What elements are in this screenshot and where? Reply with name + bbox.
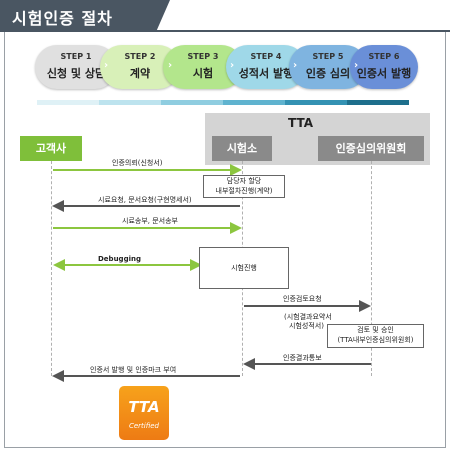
box-assign-line2: 내부절차진행(계약) [215,187,273,195]
msg-result-summary: (시험결과요약서 [284,313,332,321]
msg-test-report: 시험성적서) [289,322,324,330]
step-3-number: STEP 3 [187,52,219,61]
chevron-right-icon: › [230,60,235,71]
step-6-label: 인증서 발행 [356,67,412,80]
chevron-right-icon: › [168,60,173,71]
chevron-right-icon: › [354,60,359,71]
step-5-number: STEP 5 [312,52,344,61]
step-2-number: STEP 2 [124,52,156,61]
msg-sample-send: 시료송부, 문서송부 [122,217,178,225]
msg-review-request: 인증검토요청 [283,295,322,303]
actor-lab: 시험소 [212,136,272,161]
progress-segment-4 [223,100,285,105]
msg-request-cert: 인증의뢰(신청서) [112,159,163,167]
progress-segment-3 [161,100,223,105]
actor-committee: 인증심의위원회 [318,136,424,161]
step-2-label: 계약 [129,67,151,80]
step-5-label: 인증 심의 [305,67,351,80]
box-testing-label: 시험진행 [231,264,257,272]
box-testing: 시험진행 [199,247,289,289]
progress-segment-1 [37,100,99,105]
lifeline-customer [51,161,52,376]
chevron-right-icon: › [293,60,298,71]
logo-caption: Certified [128,422,160,430]
msg-issue-cert: 인증서 발행 및 인증마크 부여 [90,366,177,374]
lifeline-committee [371,161,372,376]
title-bar: 시험인증 절차 [0,0,170,32]
box-assign: 담당자 할당 내부절차진행(계약) [203,175,285,198]
msg-sample-request: 시료요청, 문서요청(구현명세서) [98,196,192,204]
box-review: 검토 및 승인 (TTA내부인증심의위원회) [327,324,424,348]
tta-label: TTA [288,116,314,130]
chevron-right-icon: › [104,60,109,71]
msg-result-notice: 인증결과통보 [283,354,322,362]
step-4-label: 성적서 발행 [238,67,294,80]
content-frame [4,32,446,448]
msg-debugging: Debugging [98,255,141,263]
step-3-label: 시험 [192,67,214,80]
step-4-number: STEP 4 [250,52,282,61]
box-review-line2: (TTA내부인증심의위원회) [337,336,414,344]
tta-certified-logo: TTA Certified [119,386,169,440]
actor-customer: 고객사 [20,136,82,161]
step-6: STEP 6 인증서 발행 [350,45,418,89]
logo-brand: TTA [128,398,160,416]
progress-segment-5 [285,100,347,105]
title-underline [0,30,450,32]
step-1-label: 신청 및 상담 [46,67,106,80]
step-1-number: STEP 1 [60,52,92,61]
page-title: 시험인증 절차 [12,9,113,28]
step-6-number: STEP 6 [368,52,400,61]
progress-segment-2 [99,100,161,105]
box-assign-line1: 담당자 할당 [226,177,262,185]
progress-segment-6 [347,100,409,105]
box-review-line1: 검토 및 승인 [357,326,394,334]
